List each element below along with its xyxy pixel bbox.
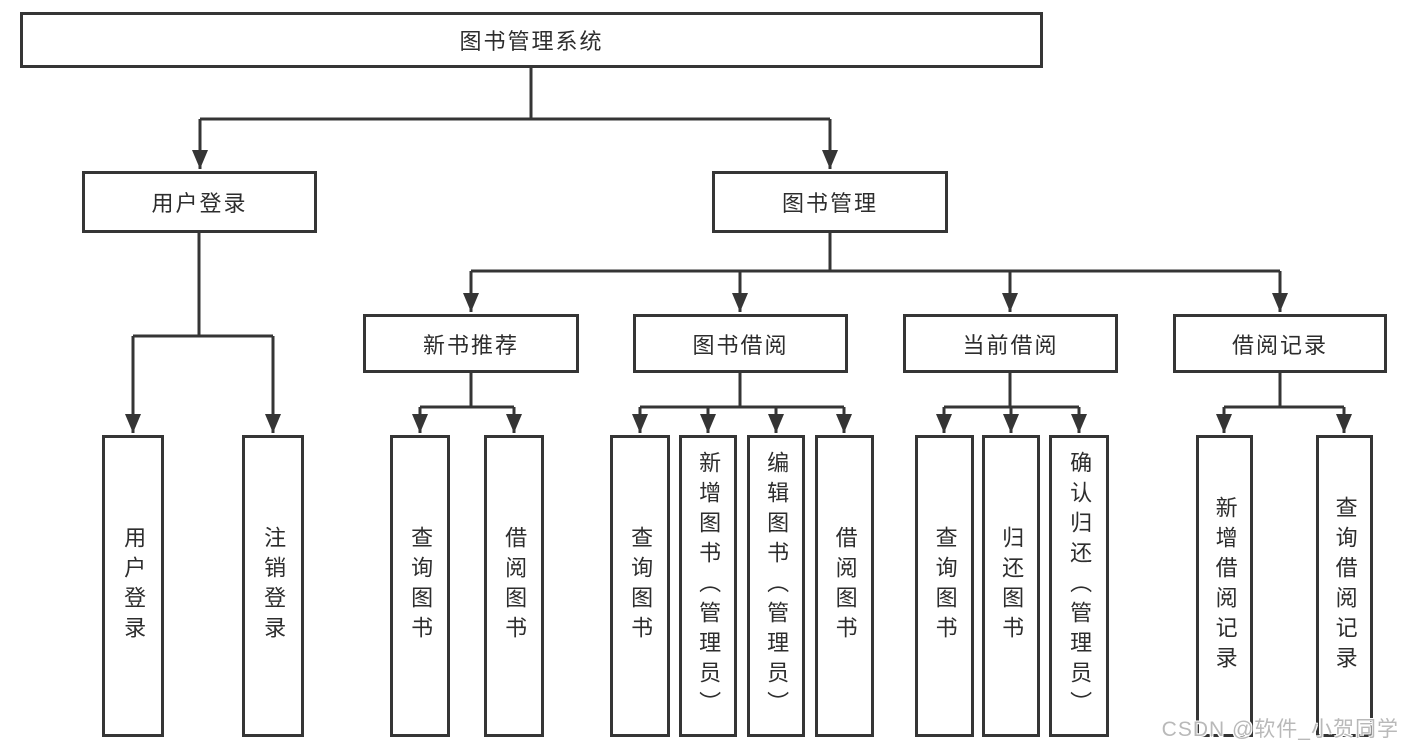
leaf-edit-books-admin: 编辑图书（管理员） — [747, 435, 805, 737]
leaf-label: 查询图书 — [932, 526, 958, 646]
leaf-label: 新增借阅记录 — [1212, 496, 1238, 676]
leaf-label: 借阅图书 — [502, 526, 528, 646]
node-user-login: 用户登录 — [82, 171, 317, 233]
node-book-borrow: 图书借阅 — [633, 314, 848, 373]
leaf-borrow-books-1: 借阅图书 — [484, 435, 544, 737]
leaf-label: 借阅图书 — [832, 526, 858, 646]
leaf-add-books-admin: 新增图书（管理员） — [679, 435, 737, 737]
leaf-user-login: 用户登录 — [102, 435, 164, 737]
leaf-label: 注销登录 — [261, 526, 287, 646]
leaf-borrow-books-2: 借阅图书 — [815, 435, 874, 737]
leaf-query-books-3: 查询图书 — [915, 435, 974, 737]
node-book-management: 图书管理 — [712, 171, 948, 233]
node-current-borrow: 当前借阅 — [903, 314, 1118, 373]
leaf-add-borrow-record: 新增借阅记录 — [1196, 435, 1253, 737]
leaf-label: 查询图书 — [628, 526, 654, 646]
leaf-label: 新增图书（管理员） — [696, 451, 722, 721]
leaf-label: 用户登录 — [121, 526, 147, 646]
leaf-label: 确认归还（管理员） — [1067, 451, 1093, 721]
leaf-query-books-2: 查询图书 — [610, 435, 670, 737]
leaf-label: 查询借阅记录 — [1332, 496, 1358, 676]
leaf-label: 归还图书 — [999, 526, 1025, 646]
node-root-system: 图书管理系统 — [20, 12, 1043, 68]
csdn-watermark: CSDN @软件_小贺同学 — [1161, 718, 1399, 741]
leaf-query-books-1: 查询图书 — [390, 435, 450, 737]
leaf-confirm-return-admin: 确认归还（管理员） — [1049, 435, 1109, 737]
leaf-label: 查询图书 — [408, 526, 434, 646]
leaf-label: 编辑图书（管理员） — [764, 451, 790, 721]
leaf-query-borrow-record: 查询借阅记录 — [1316, 435, 1373, 737]
node-new-book-recommend: 新书推荐 — [363, 314, 579, 373]
node-borrow-records: 借阅记录 — [1173, 314, 1387, 373]
leaf-return-books: 归还图书 — [982, 435, 1040, 737]
leaf-logout-login: 注销登录 — [242, 435, 304, 737]
